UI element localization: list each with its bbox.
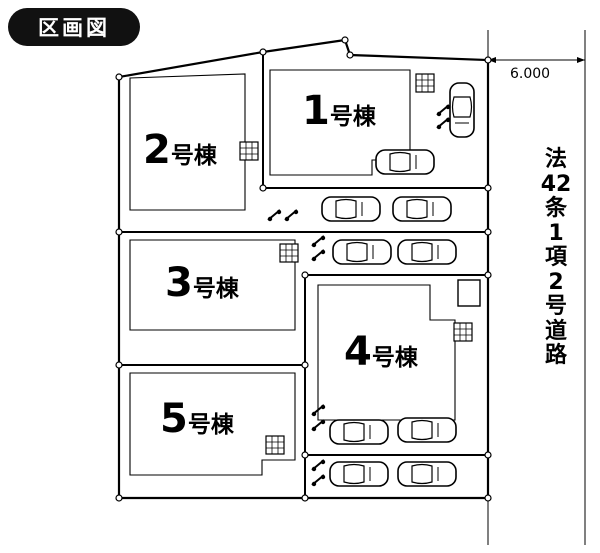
lot-divisions	[119, 52, 488, 498]
bicycle-10	[310, 473, 327, 488]
bicycle-4	[283, 208, 300, 223]
road-char: 法	[544, 147, 567, 172]
lot-label-3: 3号棟	[165, 260, 240, 306]
lot-label-2: 2号棟	[143, 127, 218, 173]
road-char: 項	[544, 245, 567, 270]
utility-box-4	[453, 322, 473, 342]
building-footprint-2	[129, 73, 246, 211]
lot-label-4: 4号棟	[344, 329, 419, 375]
car-lot3-a	[332, 239, 392, 265]
car-lot1-c	[321, 196, 381, 222]
building-footprint-5	[129, 372, 296, 476]
road-type-label: 法 42 条 1 項 2 号 道 路	[540, 147, 572, 369]
car-lot4-b	[397, 417, 457, 443]
utility-box-3	[279, 243, 299, 263]
lot-label-1: 1号棟	[302, 88, 377, 134]
title-badge: 区画図	[8, 8, 140, 46]
building-footprint-3	[129, 239, 296, 331]
car-lot5-b	[397, 461, 457, 487]
road-char: 42	[540, 171, 572, 197]
road-char: 号	[544, 294, 567, 319]
bicycle-3	[266, 208, 283, 223]
entry-structure	[457, 279, 481, 307]
building-footprints	[129, 69, 456, 476]
car-lot1-b	[375, 149, 435, 175]
lot-label-5: 5号棟	[160, 396, 235, 442]
car-lot3-b	[397, 239, 457, 265]
road-char: 道	[544, 318, 567, 344]
utility-box-1	[415, 73, 435, 93]
road-width-label: 6.000	[510, 66, 550, 82]
site-boundary	[117, 38, 490, 500]
utility-box-2	[239, 141, 259, 161]
car-lot1-a	[449, 82, 475, 138]
car-lot1-d	[392, 196, 452, 222]
bicycle-9	[310, 458, 327, 473]
car-lot4-a	[329, 419, 389, 445]
bicycle-2	[435, 116, 452, 131]
building-footprint-1	[269, 69, 411, 176]
utility-box-5	[265, 435, 285, 455]
road-char: 路	[544, 343, 567, 368]
road-char: 2	[548, 269, 564, 295]
bicycle-1	[435, 103, 452, 118]
bicycle-8	[310, 418, 327, 433]
road-char: 1	[548, 220, 564, 246]
boundary-markers	[115, 36, 492, 502]
diagram-title: 区画図	[38, 16, 110, 40]
building-footprint-4	[317, 284, 456, 421]
bicycle-5	[310, 234, 327, 249]
road-char: 条	[544, 196, 567, 221]
bicycle-6	[310, 248, 327, 263]
car-lot5-a	[329, 461, 389, 487]
